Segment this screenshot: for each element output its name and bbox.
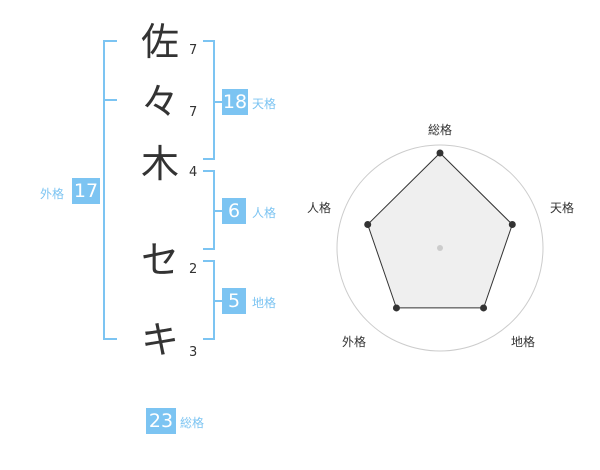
chikaku-label: 地格 <box>252 296 277 310</box>
stroke-count-3: 4 <box>189 165 198 180</box>
gaikaku-bracket-mid-tick <box>103 99 117 101</box>
tenkaku-value-badge: 18 <box>222 89 248 115</box>
radar-polygon <box>367 152 513 309</box>
radar-point-1 <box>436 149 444 157</box>
gaikaku-label: 外格 <box>40 187 65 201</box>
stroke-count-5: 3 <box>189 345 198 360</box>
jinkaku-connector <box>214 210 222 212</box>
stroke-count-4: 2 <box>189 262 198 277</box>
soukaku-value-badge: 23 <box>146 408 176 434</box>
radar-point-5 <box>364 221 372 229</box>
chikaku-value-badge: 5 <box>222 288 246 314</box>
radar-axis-label-tenkaku: 天格 <box>550 200 574 215</box>
jinkaku-label: 人格 <box>252 206 277 220</box>
radar-chart: 総格 天格 地格 外格 人格 <box>307 122 574 352</box>
name-char-1: 佐 <box>140 20 179 64</box>
radar-center-dot <box>437 245 443 251</box>
radar-axis-label-soukaku: 総格 <box>428 122 452 137</box>
jinkaku-value-badge: 6 <box>222 198 246 224</box>
tenkaku-label: 天格 <box>252 97 277 111</box>
gaikaku-bracket <box>103 40 117 340</box>
radar-point-2 <box>508 221 516 229</box>
radar-axis-label-gaikaku: 外格 <box>342 334 366 349</box>
radar-axis-label-jinkaku: 人格 <box>307 200 331 215</box>
tenkaku-bracket <box>203 40 215 160</box>
gaikaku-value-badge: 17 <box>72 178 100 204</box>
name-char-2: 々 <box>140 80 179 124</box>
name-char-4: セ <box>140 238 179 282</box>
name-char-5: キ <box>140 318 179 362</box>
soukaku-label: 総格 <box>180 416 205 430</box>
radar-point-3 <box>480 304 488 312</box>
name-char-3: 木 <box>140 142 179 186</box>
stroke-count-1: 7 <box>189 43 198 58</box>
radar-points <box>364 149 516 312</box>
stroke-count-2: 7 <box>189 105 198 120</box>
radar-point-4 <box>392 304 400 312</box>
chikaku-connector <box>214 300 222 302</box>
radar-axis-label-chikaku: 地格 <box>511 334 535 349</box>
tenkaku-connector <box>214 101 222 103</box>
